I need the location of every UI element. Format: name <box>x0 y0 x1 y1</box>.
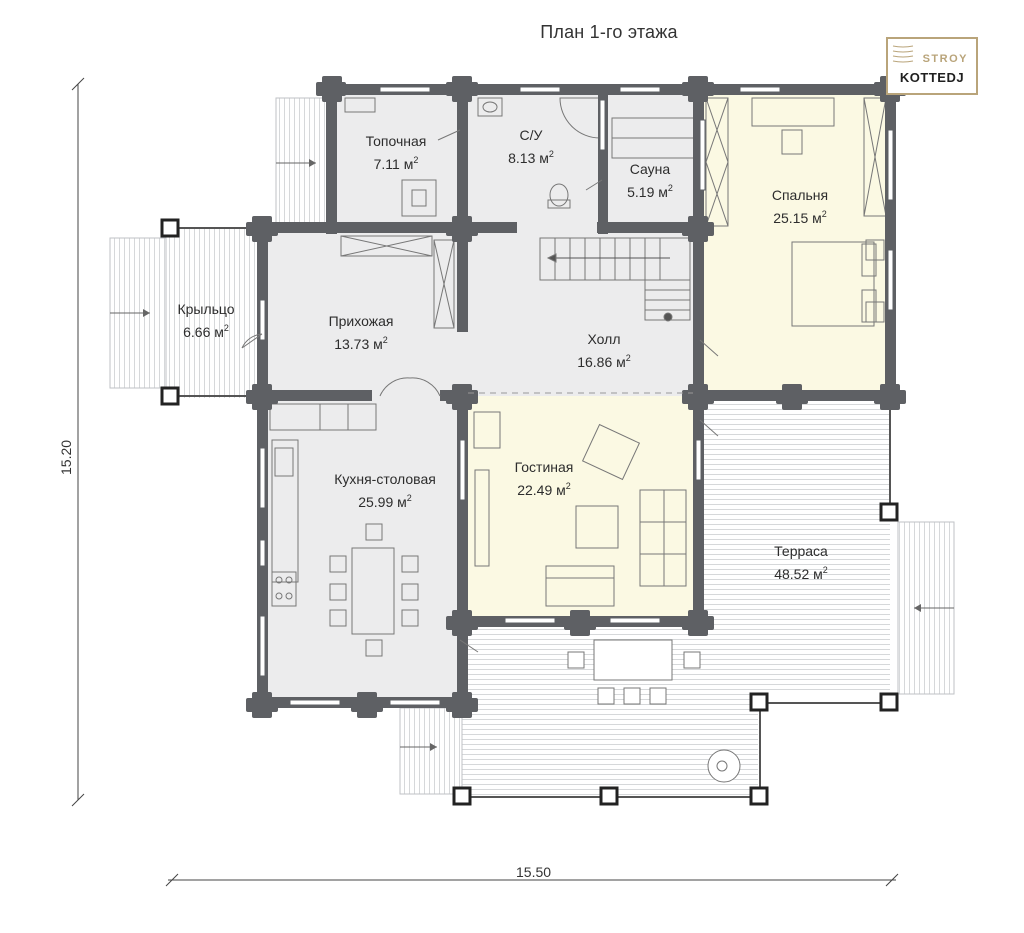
company-logo: STROY KOTTEDJ <box>886 37 978 95</box>
room-label-terrace: Терраса 48.52 м2 <box>774 543 828 582</box>
room-label-bedroom: Спальня 25.15 м2 <box>771 187 829 226</box>
log-corners <box>246 76 906 718</box>
porch-deck <box>165 228 263 398</box>
room-label-entrance: Прихожая 13.73 м2 <box>328 313 394 352</box>
logo-top-text: STROY <box>922 53 968 65</box>
furniture <box>269 97 887 783</box>
room-label-hall: Холл 16.86 м2 <box>577 331 631 370</box>
room-label-kitchen: Кухня-столовая 25.99 м2 <box>334 471 436 510</box>
windows <box>259 86 894 706</box>
stairs <box>539 237 691 322</box>
room-floors <box>263 90 888 702</box>
plan-title: План 1-го этажа <box>540 22 678 42</box>
room-label-boiler: Топочная 7.11 м2 <box>365 133 427 172</box>
dimension-lines <box>71 77 899 887</box>
dimension-width: 15.50 <box>516 864 552 880</box>
room-label-sauna: Сауна 5.19 м2 <box>627 161 673 200</box>
room-label-porch: Крыльцо 6.66 м2 <box>177 301 235 340</box>
room-label-living: Гостиная 22.49 м2 <box>514 459 574 498</box>
logo-wave-icon <box>892 45 914 63</box>
posts <box>160 218 899 806</box>
terrace-south-steps <box>399 707 463 795</box>
dimension-height: 15.20 <box>58 439 74 475</box>
logo-bottom-text: KOTTEDJ <box>899 70 965 85</box>
doors <box>241 129 719 653</box>
room-label-bathroom: С/У 8.13 м2 <box>508 127 554 166</box>
